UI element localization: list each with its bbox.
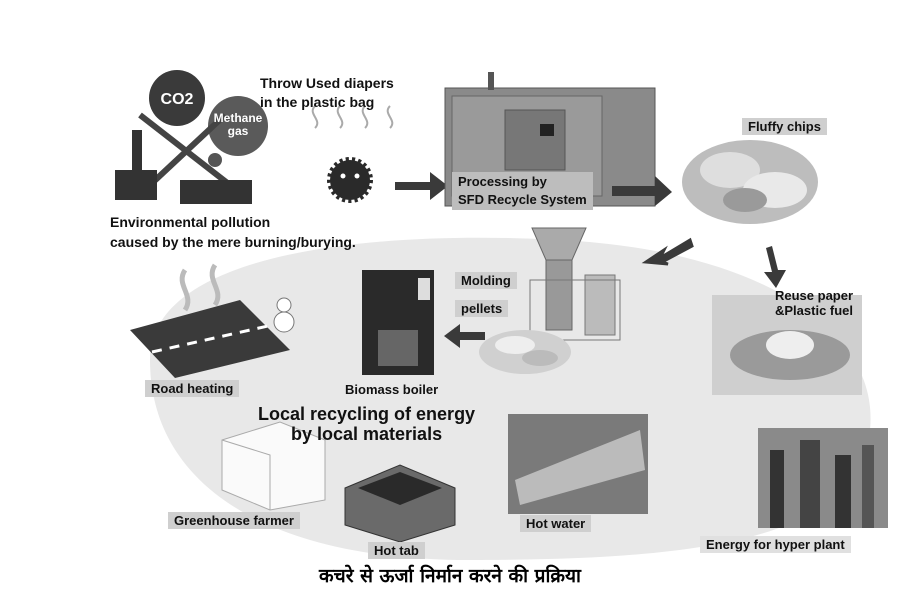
steam-icon <box>311 105 394 129</box>
background-blob <box>150 237 871 560</box>
hot-tub <box>344 464 456 543</box>
molding-label: Molding <box>455 272 517 289</box>
arrow-to-machine <box>395 172 448 200</box>
arrow-to-reuse <box>764 246 786 288</box>
arrow-to-boiler <box>444 324 485 348</box>
biomass-boiler <box>362 270 434 375</box>
energy-plant-label: Energy for hyper plant <box>700 536 851 553</box>
arrow-to-chips <box>612 176 672 206</box>
hot-water-photo <box>508 414 648 514</box>
pollution-label: Environmental pollution caused by the me… <box>110 214 356 250</box>
hyper-plant-photo <box>758 428 888 528</box>
fluffy-chips-pile <box>682 140 818 224</box>
hot-water-label: Hot water <box>520 515 592 532</box>
local-recycling-label: Local recycling of energy by local mater… <box>258 404 476 444</box>
fluffy-chips-label: Fluffy chips <box>742 118 827 135</box>
biomass-boiler-label: Biomass boiler <box>345 382 439 397</box>
caption: कचरे से ऊर्जा निर्मान करने की प्रक्रिया <box>319 565 581 587</box>
greenhouse <box>221 421 326 511</box>
processing-label: Processing by SFD Recycle System <box>452 172 593 210</box>
pellets-pile <box>479 330 571 374</box>
throw-diapers-label: Throw Used diapers in the plastic bag <box>260 75 394 110</box>
plastic-bag-icon <box>327 157 373 203</box>
pellets-label: pellets <box>455 300 509 317</box>
road-illustration <box>130 263 295 378</box>
reuse-label: Reuse paper &Plastic fuel <box>775 288 854 318</box>
greenhouse-label: Greenhouse farmer <box>168 512 300 529</box>
pellet-machine <box>529 227 621 341</box>
arrow-to-pellet-machine <box>641 237 694 266</box>
hands-holding-chips <box>712 295 862 395</box>
road-heating-label: Road heating <box>145 380 240 397</box>
hot-tab-label: Hot tab <box>368 542 425 559</box>
pollution-illustration <box>115 70 268 204</box>
co2-label: CO2 <box>161 91 194 108</box>
